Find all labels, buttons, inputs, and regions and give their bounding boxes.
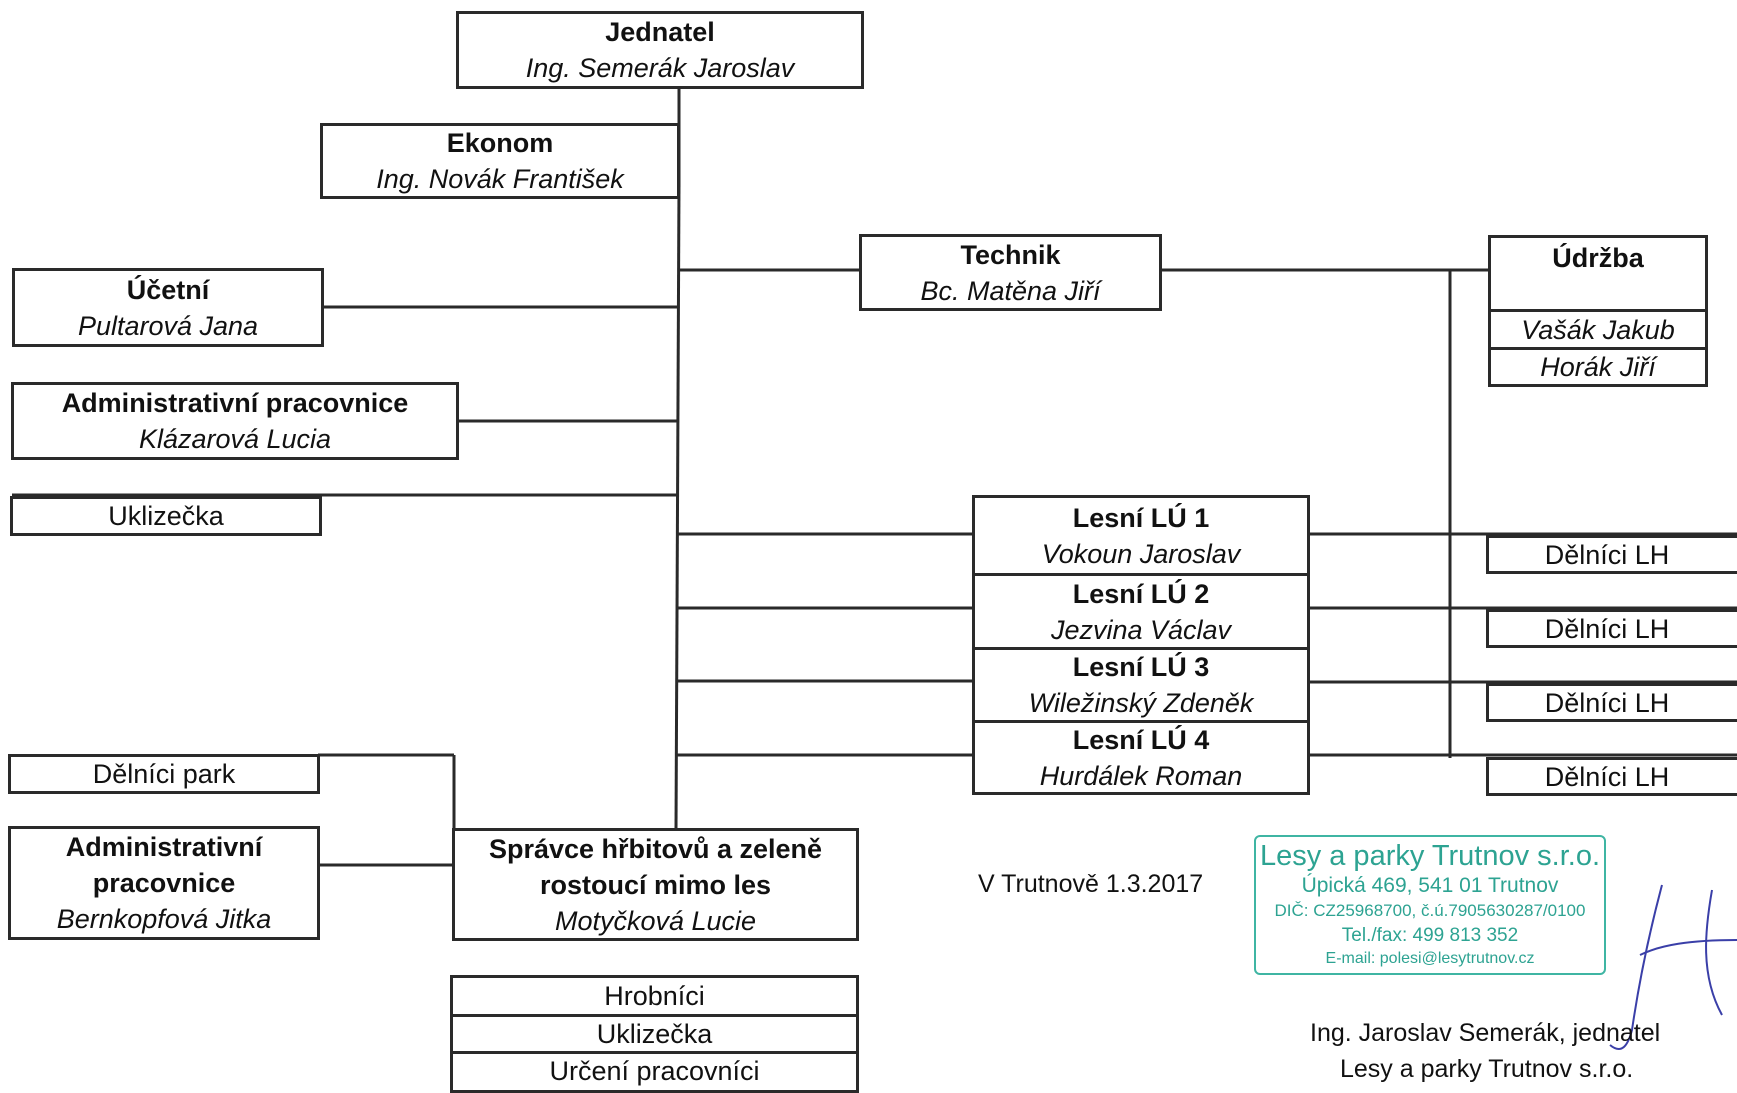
ekonom-name: Ing. Novák František [376,164,624,194]
spravce-staff-box: Hrobníci Uklizečka Určení pracovníci [450,975,859,1093]
lesni-lu-name: Jezvina Václav [1050,614,1232,645]
delnici-park-box: Dělníci park [8,754,320,794]
staff-item: Určení pracovníci [453,1051,856,1088]
delnici-lh-label: Dělníci LH [1544,687,1670,718]
staff-item: Uklizečka [453,1014,856,1051]
admin-pracovnice-2-title: pracovnice [92,868,236,898]
spravce-name: Motyčková Lucie [554,905,757,936]
spravce-title: Správce hřbitovů a zeleně [488,833,823,864]
delnici-lh-label: Dělníci LH [1544,761,1670,792]
lesni-lu-title: Lesní LÚ 4 [1072,724,1210,755]
lesni-lu-title: Lesní LÚ 2 [1072,578,1210,609]
stamp-email: E-mail: polesi@lesytrutnov.cz [1325,950,1535,967]
ekonom-box: Ekonom Ing. Novák František [320,123,680,199]
udrzba-member: Horák Jiří [1491,347,1705,384]
lesni-lu-name: Hurdálek Roman [1039,760,1243,791]
delnici-lh-label: Dělníci LH [1544,539,1670,570]
delnici-lh-box: Dělníci LH [1486,535,1737,574]
admin-pracovnice-name: Klázarová Lucia [138,424,332,454]
admin-pracovnice-2-name: Bernkopfová Jitka [56,904,272,934]
jednatel-box: Jednatel Ing. Semerák Jaroslav [456,11,864,89]
stamp-address: Úpická 469, 541 01 Trutnov [1301,874,1559,897]
delnici-lh-box: Dělníci LH [1486,609,1737,648]
admin-pracovnice-box: Administrativní pracovnice Klázarová Luc… [11,382,459,460]
lesni-lu-3: Lesní LÚ 3 Wiležinský Zdeněk [975,647,1307,720]
lesni-stack: Lesní LÚ 1 Vokoun Jaroslav Lesní LÚ 2 Je… [972,495,1310,795]
lesni-lu-title: Lesní LÚ 1 [1072,502,1210,533]
technik-title: Technik [960,239,1061,270]
signer-company: Lesy a parky Trutnov s.r.o. [1340,1055,1634,1083]
place-date: V Trutnově 1.3.2017 [978,870,1204,898]
lesni-lu-name: Wiležinský Zdeněk [1028,688,1254,718]
lesni-lu-1: Lesní LÚ 1 Vokoun Jaroslav [975,498,1307,573]
delnici-lh-label: Dělníci LH [1544,613,1670,644]
uklizecka-box: Uklizečka [10,496,322,536]
stamp-tax-info: DIČ: CZ25968700, č.ú.7905630287/0100 [1274,901,1586,920]
ekonom-title: Ekonom [446,128,554,158]
lesni-lu-4: Lesní LÚ 4 Hurdálek Roman [975,720,1307,792]
admin-pracovnice-2-box: Administrativní pracovnice Bernkopfová J… [8,826,320,940]
jednatel-name: Ing. Semerák Jaroslav [525,53,795,83]
lesni-lu-2: Lesní LÚ 2 Jezvina Václav [975,573,1307,647]
ucetni-name: Pultarová Jana [77,310,259,341]
lesni-lu-title: Lesní LÚ 3 [1072,652,1210,682]
signature-mark [1609,884,1737,1050]
technik-name: Bc. Matěna Jiří [920,275,1101,306]
lesni-lu-name: Vokoun Jaroslav [1041,538,1241,569]
admin-pracovnice-2-title: Administrativní [65,832,263,862]
uklizecka-label: Uklizečka [108,501,224,531]
company-stamp: Lesy a parky Trutnov s.r.o. Úpická 469, … [1254,835,1606,975]
admin-pracovnice-title: Administrativní pracovnice [61,388,409,418]
ucetni-box: Účetní Pultarová Jana [12,268,324,347]
udrzba-title: Údržba [1552,243,1644,273]
delnici-lh-box: Dělníci LH [1486,757,1737,796]
udrzba-box: Údržba Vašák Jakub Horák Jiří [1488,235,1708,387]
udrzba-member: Vašák Jakub [1491,309,1705,347]
spravce-title: rostoucí mimo les [539,869,772,900]
stamp-phone: Tel./fax: 499 813 352 [1341,925,1519,946]
spravce-box: Správce hřbitovů a zeleně rostoucí mimo … [452,828,859,941]
delnici-park-label: Dělníci park [92,759,236,789]
signer-name: Ing. Jaroslav Semerák, jednatel [1310,1019,1661,1047]
delnici-lh-box: Dělníci LH [1486,683,1737,722]
staff-item: Hrobníci [604,981,705,1011]
stamp-company-name: Lesy a parky Trutnov s.r.o. [1259,840,1601,872]
jednatel-title: Jednatel [605,17,715,47]
ucetni-title: Účetní [126,274,210,305]
technik-box: Technik Bc. Matěna Jiří [859,234,1162,311]
